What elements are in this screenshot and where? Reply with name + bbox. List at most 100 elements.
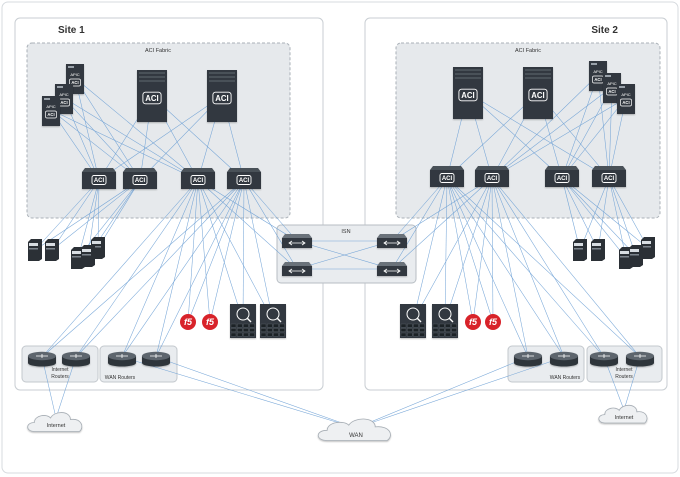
leaf-aci-label: ACI <box>239 178 250 184</box>
router-arrows <box>116 354 128 358</box>
site1-server-2 <box>45 239 59 261</box>
firewall-brick <box>236 323 243 328</box>
router-arrows <box>598 354 610 358</box>
site1-apic-leaf-link <box>50 109 199 181</box>
spine-aci-label: ACI <box>461 91 474 100</box>
server-panel <box>46 243 55 246</box>
site2-leaf-3: ACI <box>545 166 579 187</box>
apic-aci-label: ACI <box>47 112 54 117</box>
firewall-brick <box>267 323 273 328</box>
site1-server-link <box>34 179 141 251</box>
isn-switch-arrows <box>288 240 306 246</box>
wan-cloud-link <box>355 356 565 429</box>
leaf-aci-label: ACI <box>442 176 453 182</box>
server-panel <box>630 249 639 252</box>
site1-fabric-label: ACI Fabric <box>145 48 171 54</box>
spine-slot <box>209 76 235 78</box>
site2-border-link <box>446 177 565 358</box>
site2-apic-leaf-link <box>491 74 599 179</box>
firewall-brick <box>419 323 425 328</box>
server-slot <box>46 248 55 250</box>
leaf-aci-label: ACI <box>557 176 568 182</box>
clouds-layer <box>27 404 648 441</box>
server-slot <box>82 254 91 256</box>
site1-wan-routers-label: WAN Routers <box>105 375 136 381</box>
router-bottom <box>142 359 170 367</box>
site1-server-link <box>97 179 141 249</box>
firewall-brick <box>260 323 267 328</box>
aci-logo-frame <box>601 173 617 183</box>
spine-slot <box>455 77 481 79</box>
site2-leaf-4: ACI <box>592 166 626 187</box>
site2-spine-leaf-link <box>467 92 610 179</box>
links-layer <box>34 74 649 429</box>
site1-internet-router-2 <box>62 351 90 367</box>
firewall-lens <box>236 307 250 321</box>
site1-apic-leaf-link <box>63 97 199 181</box>
site1-internet-cloud-link <box>41 356 57 419</box>
site2-wan-router-1 <box>514 351 542 367</box>
apic-label: APIC <box>593 69 602 74</box>
leaf-top <box>82 168 116 172</box>
wan-cloud <box>317 418 391 441</box>
router-bottom <box>108 359 136 367</box>
apic-led <box>605 75 611 77</box>
aci-logo-frame <box>236 175 252 185</box>
site2-f5-load-balancer-2: f5 <box>485 314 501 330</box>
site2-server-link <box>597 177 610 251</box>
firewall-brick <box>439 328 445 332</box>
apic-label: APIC <box>70 72 79 77</box>
site2-border-link <box>391 177 493 242</box>
apic-logo-frame <box>620 98 632 107</box>
site1-border-link <box>41 179 199 358</box>
server-slot <box>72 256 81 258</box>
site2-border-link <box>391 177 448 242</box>
site1-server-link <box>51 179 100 251</box>
server-slot <box>592 248 601 250</box>
spine-aci-label: ACI <box>531 91 544 100</box>
isn-switch-top <box>377 262 407 266</box>
aci-logo-frame <box>528 88 548 102</box>
firewall-brick <box>419 332 425 337</box>
site2-server-link <box>608 177 637 257</box>
firewall-brick <box>439 323 445 328</box>
spine-slot <box>139 76 165 78</box>
site1-leaf-2: ACI <box>123 168 157 189</box>
f5-text: f5 <box>489 317 498 327</box>
site1-border-link <box>242 179 245 322</box>
firewall-brick <box>445 332 451 337</box>
server-slot <box>620 256 629 258</box>
server-body <box>591 239 605 261</box>
site1-spine-leaf-link <box>98 95 223 181</box>
f5-badge <box>485 314 501 330</box>
site2-server-link <box>579 177 610 251</box>
site1-server-link <box>51 179 141 251</box>
isn-switch-arrows <box>288 268 306 274</box>
firewall-brick <box>279 332 285 337</box>
site1-server-link <box>97 179 100 249</box>
firewall-brick <box>451 323 457 328</box>
leaf-aci-label: ACI <box>487 176 498 182</box>
isn-switch-top <box>282 234 312 238</box>
site2-server-link <box>561 177 649 249</box>
aci-logo-frame <box>142 91 162 105</box>
firewall-lens <box>438 307 452 321</box>
server-panel <box>642 241 651 244</box>
firewall-brick <box>236 332 243 337</box>
site1-internet-cloud <box>27 412 83 432</box>
site2-server-link <box>561 177 627 259</box>
firewall-brick <box>267 328 273 332</box>
firewall-brick <box>236 328 243 332</box>
site2-firewall-2 <box>432 304 458 338</box>
leaf-front <box>475 170 509 187</box>
site2-server-link <box>608 177 627 259</box>
router-bottom <box>550 359 578 367</box>
site2-border-link <box>446 177 605 358</box>
firewall-brick <box>432 328 439 332</box>
leaf-front <box>430 170 464 187</box>
leaf-front <box>123 172 157 189</box>
site1-firewall-1 <box>230 304 256 338</box>
aci-logo-frame <box>554 173 570 183</box>
